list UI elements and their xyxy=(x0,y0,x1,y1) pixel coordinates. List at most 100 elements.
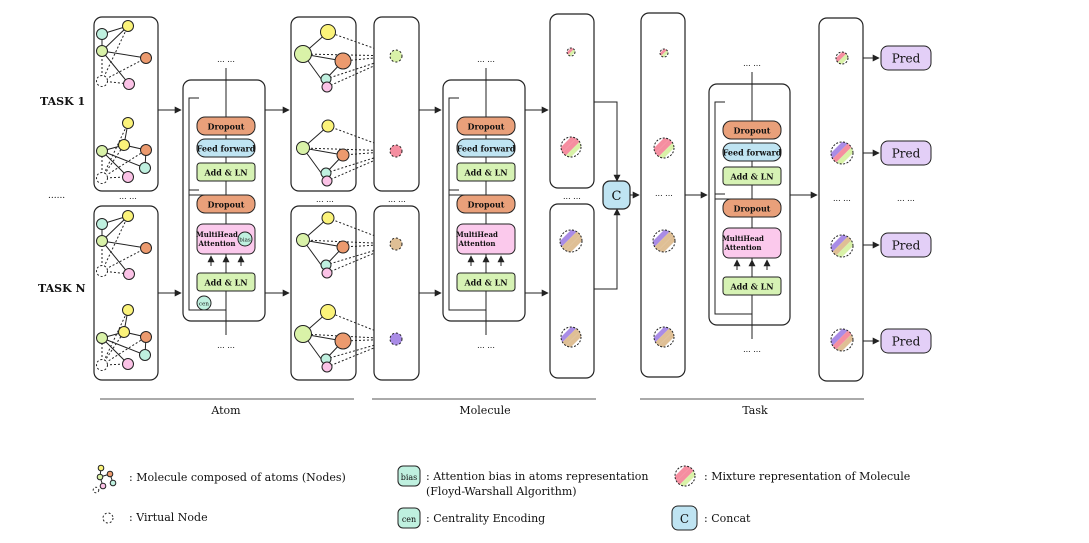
atom-node xyxy=(321,81,333,93)
molecule-graph xyxy=(96,210,152,280)
pred-box xyxy=(880,328,932,354)
mixture-stripe xyxy=(834,142,853,164)
virtual-node xyxy=(96,172,108,184)
molecule-repr-node xyxy=(560,326,582,348)
arrow-to-concat-top xyxy=(594,101,621,182)
pred-label: Pred xyxy=(892,335,921,349)
mixture-stripe xyxy=(834,329,853,351)
dropout-box-label: Dropout xyxy=(734,126,771,136)
atom-repr-ellipsis: ... ... xyxy=(316,195,334,204)
atom-node xyxy=(320,304,336,320)
mixture-stripe xyxy=(653,230,672,252)
atom-node xyxy=(122,117,134,129)
mixture-stripe xyxy=(654,138,671,158)
task-output-ellipsis: ... ... xyxy=(833,194,851,203)
add-ln-box-label: Add & LN xyxy=(203,278,247,288)
molecule-node xyxy=(389,332,403,346)
legend-concat-icon xyxy=(671,505,698,531)
legend-cen-text: : Centrality Encoding xyxy=(426,512,545,525)
atom-node xyxy=(118,139,130,151)
atom-node xyxy=(122,171,134,183)
atom-node xyxy=(296,141,310,155)
molecule-repr-panel-task-1 xyxy=(549,13,595,189)
bond-line xyxy=(101,215,129,242)
atom-node xyxy=(321,175,333,187)
mixture-outline xyxy=(566,47,576,57)
mixture-outline xyxy=(653,137,675,159)
residual-path xyxy=(714,101,752,200)
mixture-outline xyxy=(560,136,582,158)
residual-path xyxy=(448,189,486,311)
atom-node xyxy=(118,326,130,338)
mixture-stripe xyxy=(656,230,675,252)
feed-forward-box-label: Feed forward xyxy=(457,144,516,154)
mixture-stripe xyxy=(561,327,578,347)
molecule-repr-node xyxy=(559,229,583,253)
atom-node xyxy=(296,233,310,247)
bond-line xyxy=(101,25,129,52)
mixture-stripe xyxy=(560,230,579,252)
atom-node xyxy=(122,304,134,316)
legend-virtual-node-text: : Virtual Node xyxy=(129,511,208,524)
block-ellipsis-bottom: ... ... xyxy=(217,341,235,350)
legend-mixture-text: : Mixture representation of Molecule xyxy=(704,470,910,483)
mixture-stripe xyxy=(657,138,674,158)
mixture-stripe xyxy=(831,329,850,351)
attention-edge xyxy=(326,243,397,274)
mixture-stripe xyxy=(675,466,695,486)
molecule-graph xyxy=(96,20,152,90)
bias-badge-label: bias xyxy=(239,238,251,244)
block-ellipsis-top: ... ... xyxy=(477,55,495,64)
concat-ellipsis: ... ... xyxy=(655,189,673,198)
feed-forward-box xyxy=(196,138,256,158)
molecule-repr-panel-task-n xyxy=(549,203,595,379)
dropout-box-label: Dropout xyxy=(734,204,771,214)
add-ln-box xyxy=(722,276,782,296)
connectors xyxy=(158,101,818,297)
legend-molecule-text: : Molecule composed of atoms (Nodes) xyxy=(129,471,346,484)
mixture-stripe xyxy=(654,327,674,347)
dropout-box xyxy=(196,116,256,136)
atom-section-label: Atom xyxy=(210,404,241,417)
bond-line xyxy=(101,150,146,169)
input-ellipsis: ... ... xyxy=(119,192,137,201)
attention-edge xyxy=(326,338,397,368)
mixture-stripe xyxy=(678,466,695,486)
feed-forward-box xyxy=(722,142,782,162)
pred-box xyxy=(880,232,932,258)
add-ln-box-label: Add & LN xyxy=(729,172,773,182)
molecule-graph xyxy=(96,304,152,371)
mixture-outline xyxy=(830,234,854,258)
molecule-section-label: Molecule xyxy=(459,404,510,417)
legend-atom-node xyxy=(92,486,100,494)
dropout-box xyxy=(456,116,516,136)
atom-repr-panel-task-n xyxy=(290,205,357,381)
bond-line xyxy=(101,50,147,59)
concat-repr-node xyxy=(653,137,675,159)
atom-node xyxy=(321,361,333,373)
atom-node xyxy=(294,325,312,343)
atom-node xyxy=(321,119,335,133)
legend-concat-text: : Concat xyxy=(704,512,751,525)
dropout-box-label: Dropout xyxy=(208,200,245,210)
molecule-node xyxy=(389,237,403,251)
feed-forward-box xyxy=(456,138,516,158)
virtual-node xyxy=(96,359,108,371)
task-section-label: Task xyxy=(742,404,768,417)
mixture-stripe xyxy=(561,137,578,157)
multihead-label-1: MultiHead xyxy=(196,230,238,239)
bond-line xyxy=(101,337,146,356)
legend-cen-icon xyxy=(397,507,421,529)
mixture-stripe xyxy=(563,230,582,252)
atom-node xyxy=(123,78,135,90)
mixture-outline xyxy=(560,326,582,348)
mixture-stripe xyxy=(653,230,675,252)
atom-node xyxy=(140,331,152,343)
feed-forward-box-label: Feed forward xyxy=(197,144,256,154)
virtual-edge xyxy=(101,144,125,179)
mixture-stripe xyxy=(831,235,850,257)
molecule-repr-node xyxy=(566,47,576,57)
